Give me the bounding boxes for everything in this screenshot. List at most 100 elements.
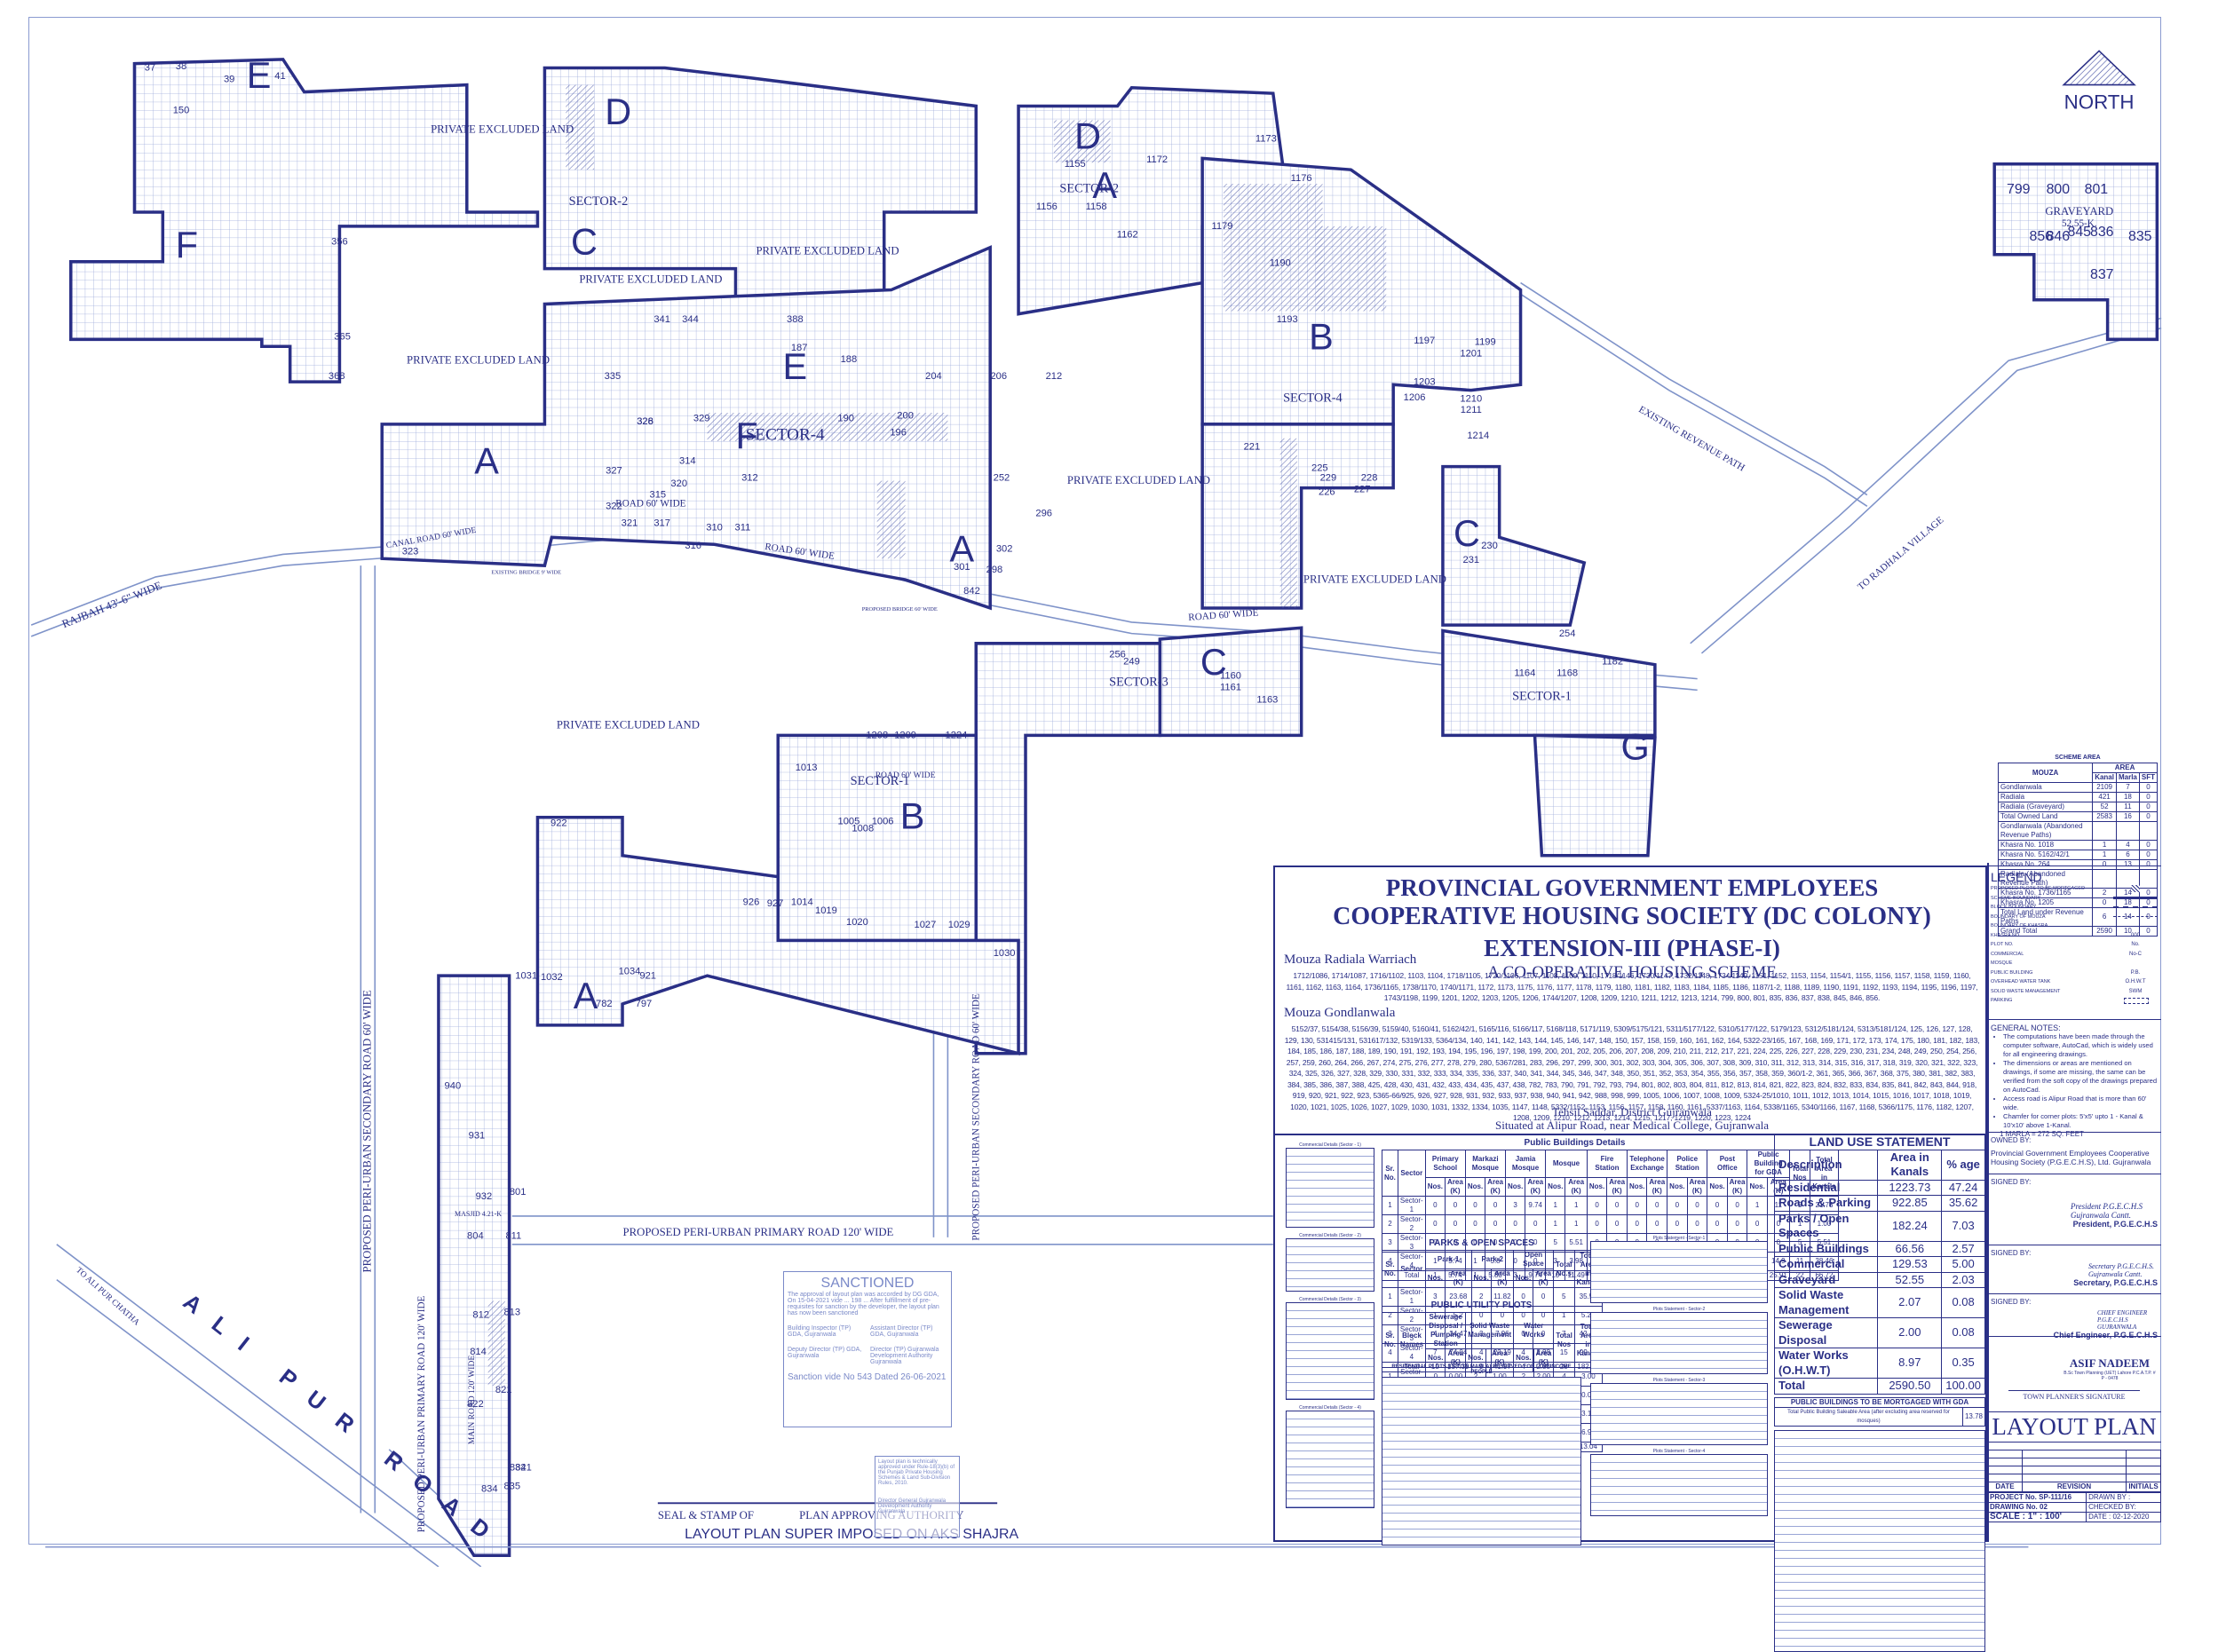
table-cell: 0 <box>1445 1196 1466 1215</box>
plot-number: 1013 <box>796 763 818 773</box>
column-header: Police Station <box>1667 1150 1708 1178</box>
mouza-1-heading: Mouza Radiala Warriach <box>1284 952 1417 967</box>
legend-label: BLOCK BOUNDARY <box>1991 905 2037 911</box>
column-header: Sr. No. <box>1382 1250 1398 1288</box>
ali-pur-road-edge <box>56 1278 440 1567</box>
column-header: Nos. <box>1512 1269 1534 1288</box>
table-cell: Gondlanwala (Abandoned Revenue Paths) <box>1997 821 2094 841</box>
table-cell: 5.00 <box>1941 1256 1985 1273</box>
table-row: Gondlanwala (Abandoned Revenue Paths) <box>1997 821 2159 841</box>
table-cell: 0 <box>1627 1214 1648 1234</box>
plot-number: 940 <box>445 1081 462 1092</box>
table-cell: 1 <box>1564 1214 1588 1234</box>
owner-name: Provincial Government Employees Cooperat… <box>1991 1149 2151 1166</box>
legend-symbol <box>2124 997 2149 1004</box>
graveyard-area: 52.55-K. <box>2062 218 2097 229</box>
plot-number: 1029 <box>948 920 970 930</box>
residential-plots-low-income: RESIDENTIAL PLOTS (UPTO 5 MARLA) RESERVE… <box>1382 1364 1581 1545</box>
table-cell: 0 <box>2138 792 2159 802</box>
town-planner-signature: ASIF NADEEM B.Sc Town Planning (UET) Lah… <box>1987 1336 2161 1411</box>
sector-label: SECTOR-2 <box>569 194 629 209</box>
plot-number: 804 <box>467 1230 484 1241</box>
table-cell <box>2092 821 2117 841</box>
plot-number: 327 <box>606 466 622 477</box>
signatory: Director (TP) Gujranwala Development Aut… <box>870 1347 939 1365</box>
table-cell: 0.08 <box>1941 1287 1985 1318</box>
column-header: % age <box>1941 1149 1985 1181</box>
legend-item: KHASRA NO.000 <box>1991 931 2158 941</box>
plot-number: 368 <box>329 371 345 382</box>
plot-number: 1158 <box>1086 202 1107 212</box>
legend-symbol <box>2113 916 2158 918</box>
column-header: Sector <box>1397 1150 1426 1197</box>
column-header: Area (K) <box>1646 1177 1668 1197</box>
plot-number: 315 <box>650 490 667 501</box>
table-cell: 2583 <box>2092 811 2117 822</box>
sector-label: SECTOR-1 <box>1512 690 1572 704</box>
table-cell: 0 <box>1424 1196 1446 1215</box>
table-cell: Total Owned Land <box>1997 811 2094 822</box>
column-header: Sr. No. <box>1382 1312 1398 1368</box>
table-cell: 0 <box>1707 1196 1728 1215</box>
stamp-title: SANCTIONED <box>820 1276 915 1291</box>
column-header: Park-2 <box>1470 1250 1514 1269</box>
block-c-east <box>1441 464 1587 627</box>
bridge-label: PROPOSED BRIDGE 60' WIDE <box>862 606 938 613</box>
radhala-road <box>1690 317 2162 644</box>
table-cell: 0 <box>1445 1214 1466 1234</box>
column-header: Description <box>1773 1149 1879 1181</box>
graveyard-plot: 835 <box>2128 229 2152 244</box>
commercial-details: Commercial Details (Sector - 1)Commercia… <box>1286 1142 1374 1514</box>
graveyard-plot: 846 <box>2047 229 2071 244</box>
plot-number: 321 <box>622 518 638 529</box>
table-cell: Khasra No. 5162/42/1 <box>1997 850 2094 860</box>
plot-number: 814 <box>470 1347 487 1357</box>
table-cell: 52.55 <box>1877 1271 1943 1288</box>
table-title: PUBLIC UTILITY PLOTS <box>1430 1300 1533 1310</box>
table-cell: 0 <box>1504 1214 1526 1234</box>
signed-label: SIGNED BY: <box>1991 1178 2032 1186</box>
table-cell: 0.35 <box>1941 1348 1985 1379</box>
table-cell: 0 <box>1464 1196 1486 1215</box>
scale-value: 1" : 100' <box>2027 1512 2063 1522</box>
table-cell: 47.24 <box>1941 1179 1985 1196</box>
planner-label: TOWN PLANNER'S SIGNATURE <box>2008 1390 2140 1401</box>
plot-number: 1160 <box>1220 671 1241 682</box>
project-number: SP-111/16 <box>2039 1493 2072 1501</box>
revenue-path <box>1520 281 1868 496</box>
title-line-1: PROVINCIAL GOVERNMENT EMPLOYEES <box>1385 874 1879 901</box>
block-letter: E <box>247 55 272 96</box>
plot-number: 822 <box>467 1399 484 1410</box>
plot-number: 1224 <box>946 731 968 741</box>
plot-number: 212 <box>1046 371 1063 382</box>
technical-approval-stamp: Layout plan is technically approved unde… <box>875 1456 960 1537</box>
legend-symbol <box>2113 906 2158 909</box>
plot-number: 187 <box>791 343 808 353</box>
plots-statement-table <box>1590 1241 1768 1303</box>
column-header: Nos. <box>1545 1177 1566 1197</box>
column-header: Area (K) <box>1525 1177 1547 1197</box>
signatory: Building Inspector (TP) GDA, Gujranwala <box>788 1325 852 1338</box>
plot-number: 782 <box>596 999 613 1009</box>
plot-number: 39 <box>224 74 234 84</box>
table-cell: 16 <box>2115 811 2140 822</box>
secondary-road-label: PROPOSED PERI-URBAN SECONDARY ROAD 60' W… <box>360 990 373 1272</box>
superimposed-label: LAYOUT PLAN SUPER IMPOSED ON AKS SHAJRA <box>685 1527 1018 1542</box>
legend-item: BOUNDARY OF MOUZA <box>1991 913 2158 922</box>
column-header: Area (K) <box>1485 1177 1506 1197</box>
sanction-number: Sanction vide No 543 Dated 26-06-2021 <box>788 1372 947 1382</box>
radhala-road-edge <box>1700 327 2162 654</box>
radhala-label: TO RADHALA VILLAGE <box>1856 515 1945 593</box>
checked-by: CHECKED BY: <box>2086 1502 2161 1513</box>
graveyard-boundary <box>1992 162 2159 342</box>
block-letter: B <box>900 795 925 836</box>
plot-number: 1201 <box>1460 348 1482 359</box>
sector-1-central <box>974 642 1162 1055</box>
plot-number: 921 <box>639 970 656 981</box>
